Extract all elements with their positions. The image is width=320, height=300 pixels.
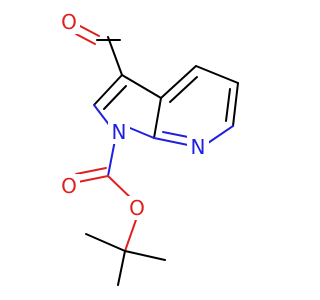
atom-pyridine-n: N [191, 135, 206, 159]
bond-n7-c7a-inner [162, 131, 189, 138]
structure-canvas: O N N O O [58, 10, 239, 286]
bond-c3a-c3 [121, 74, 162, 99]
bond-c7a-c3a [153, 97, 162, 139]
bond-n1-carbonyl-c [107, 139, 116, 177]
atom-aldehyde-o: O [61, 10, 77, 34]
bond-aldehyde-c3 [107, 36, 123, 76]
label-bg-carbonyl-o [58, 174, 80, 198]
label-bg-pyrrole-n [108, 120, 130, 144]
bond-n1-c7a [129, 127, 155, 139]
bond-carbonyl-co-2 [75, 167, 107, 175]
bond-c5-c6-inner [225, 88, 231, 122]
bond-c3a-c4-outer [160, 65, 197, 99]
bond-oester-ctert [124, 216, 138, 252]
bond-c6-n7 [207, 125, 234, 144]
atom-pyrrole-n: N [112, 120, 127, 144]
bond-ctert-methyl-right [124, 250, 166, 261]
bond-c4-c5 [195, 65, 239, 84]
bond-aldehyde-co-2 [75, 33, 96, 45]
label-bg-ester-o [126, 196, 148, 220]
bond-c3a-c4-inner [169, 76, 198, 103]
atom-ester-o: O [129, 196, 145, 220]
bond-c2-n1 [93, 104, 111, 127]
atom-carbonyl-o: O [61, 174, 77, 198]
bond-c3-c2-inner [103, 85, 127, 110]
label-bg-aldehyde-o [58, 10, 80, 34]
bond-aldehyde-co-1 [79, 25, 100, 37]
bond-ctert-methyl-bottom [117, 250, 126, 286]
bond-carbonyl-co-1 [77, 175, 109, 183]
bond-n7-c7a-outer [153, 137, 189, 146]
bond-ctert-methyl-left [85, 233, 126, 252]
molecule-structure: O N N O O [58, 10, 239, 286]
bond-c5-c6-outer [232, 82, 239, 127]
bond-c3-c2-outer [93, 74, 123, 106]
label-bg-pyridine-n [187, 135, 209, 159]
